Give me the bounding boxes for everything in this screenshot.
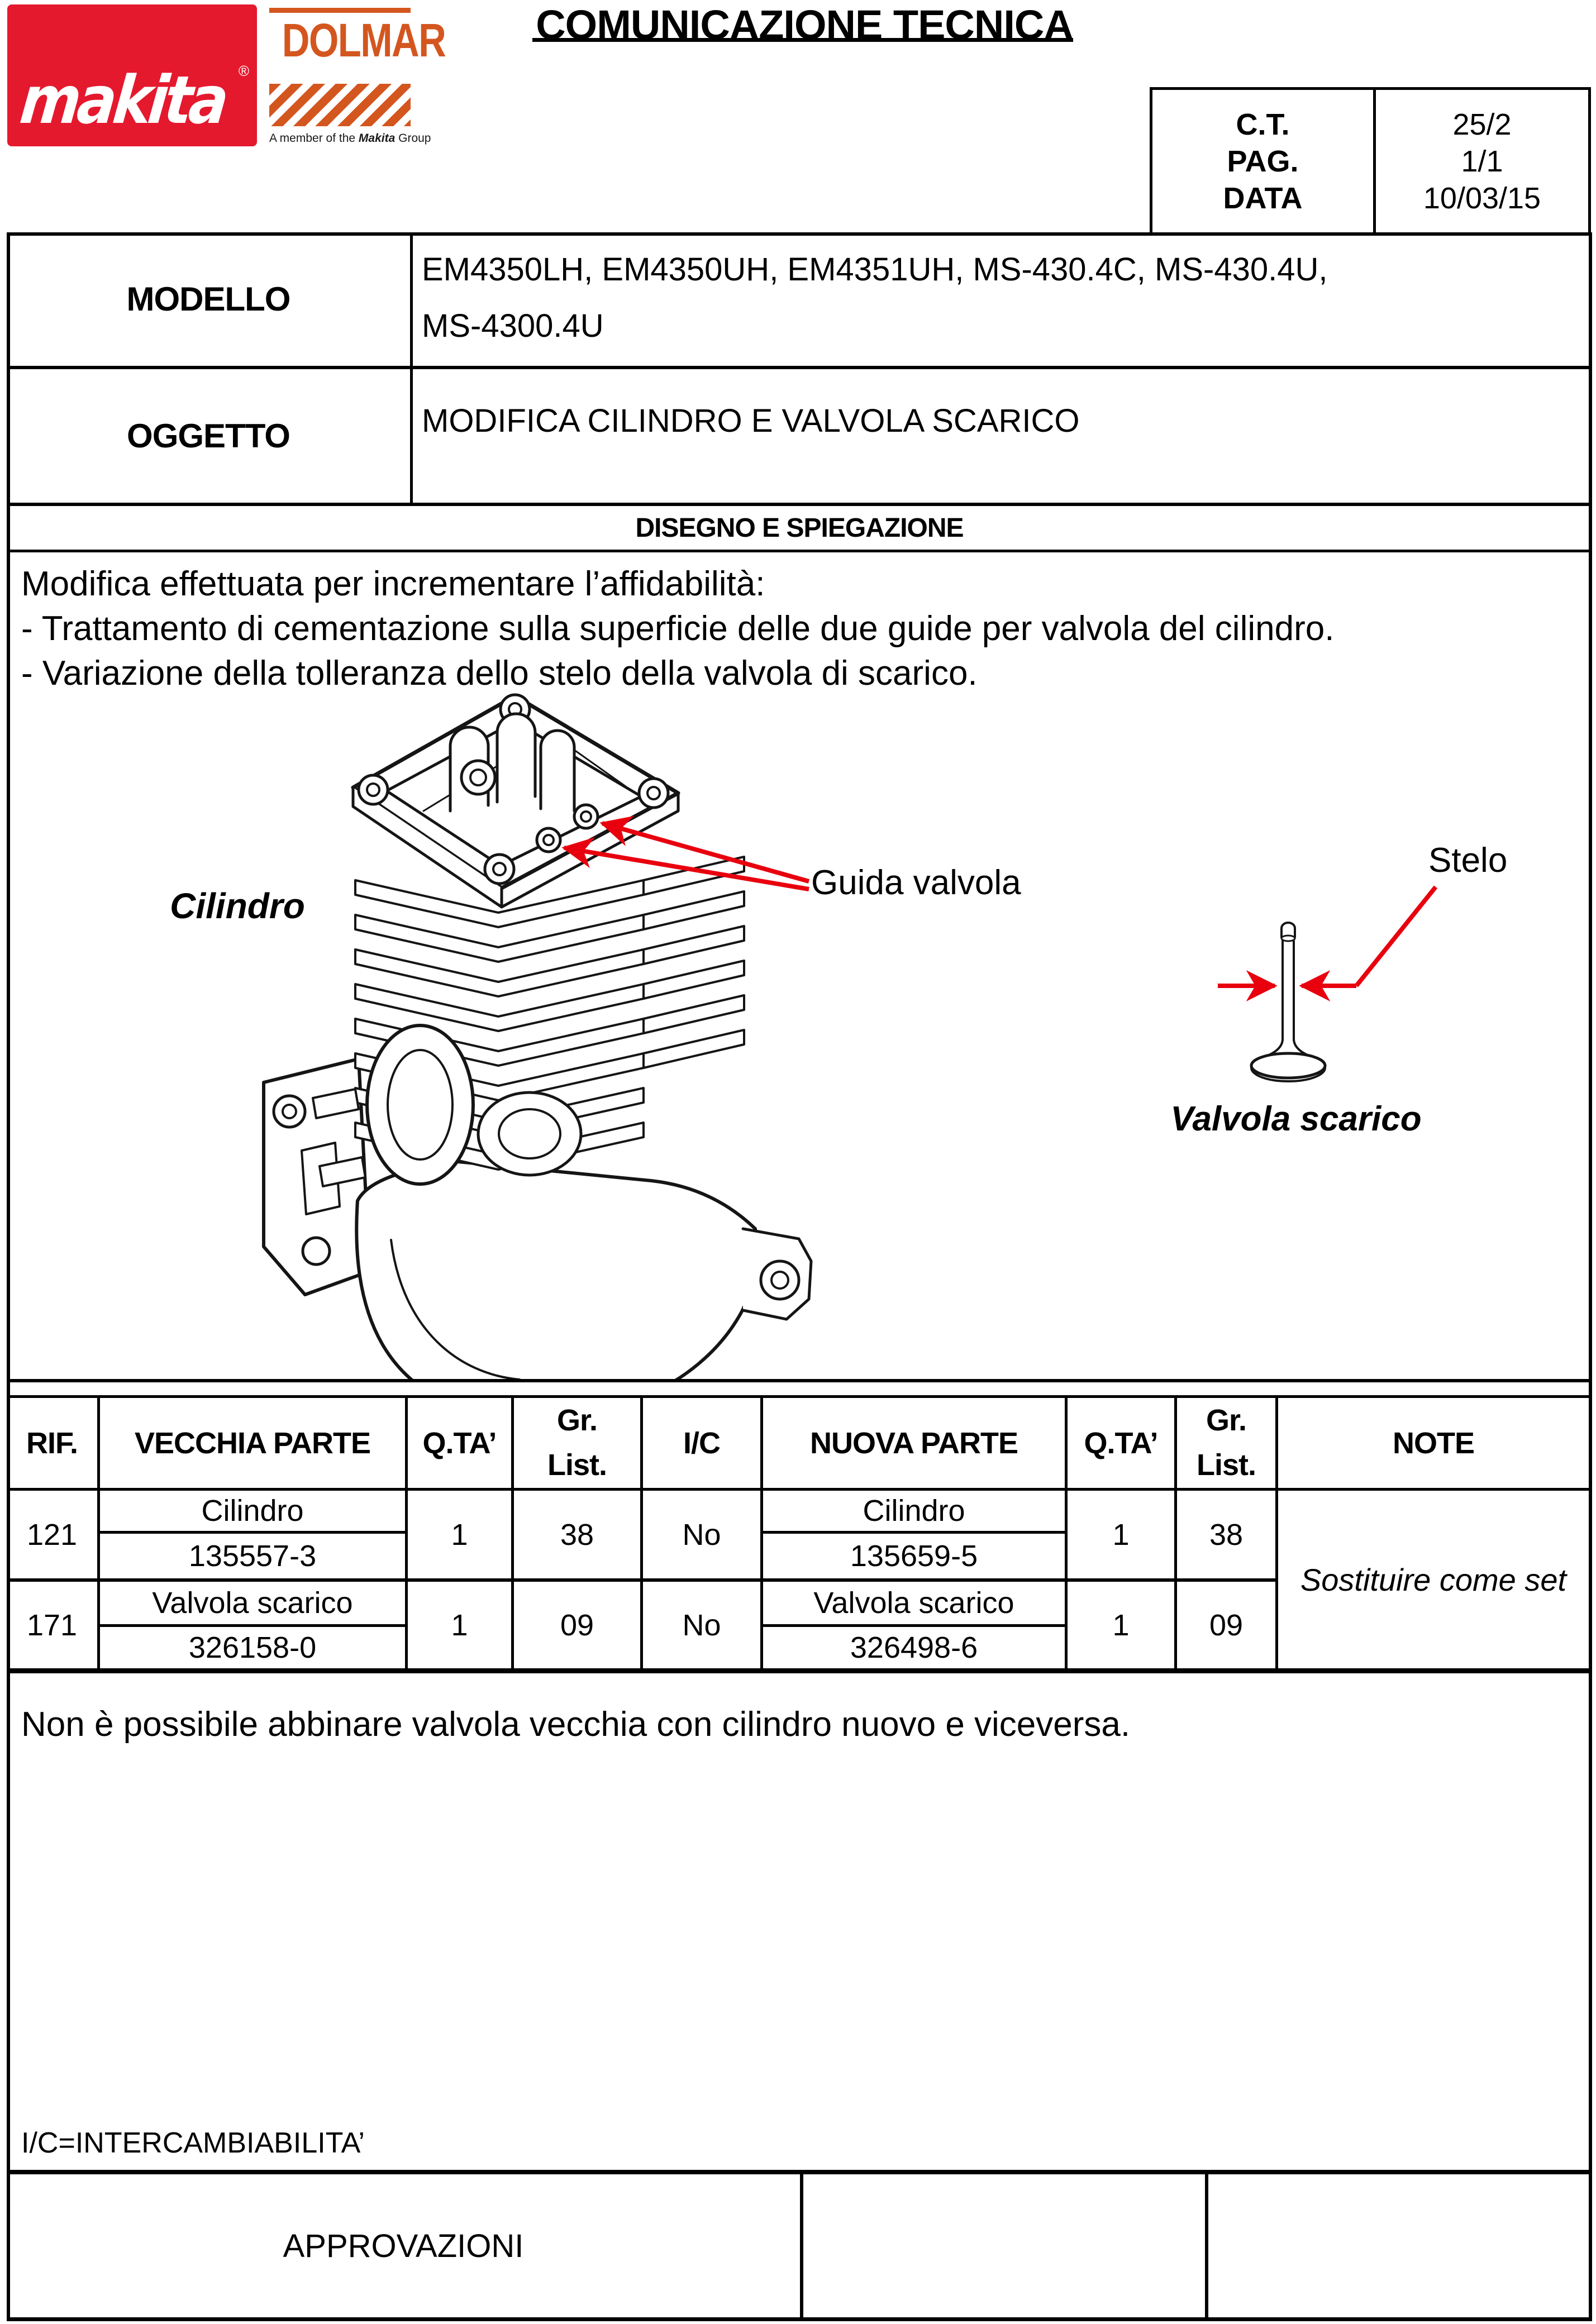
row2-old-name: Valvola scarico: [152, 1586, 353, 1620]
old-part-subdivider-row2: [97, 1624, 407, 1627]
makita-logo: makita ®: [7, 4, 257, 146]
row2-gr2: 09: [1209, 1608, 1244, 1642]
info-value-ct: 25/2: [1452, 108, 1512, 141]
row1-qty: 1: [451, 1517, 468, 1552]
row1-rif: 121: [26, 1517, 78, 1552]
row1-old-number: 135557-3: [188, 1539, 317, 1573]
row1-gr: 38: [560, 1517, 594, 1552]
row2-rif: 171: [26, 1608, 78, 1642]
header-qty2: Q.TA’: [1084, 1426, 1158, 1460]
approvals-label: APPROVAZIONI: [283, 2227, 524, 2264]
frame-top-border: [7, 232, 1592, 236]
tagline-suffix: Group: [395, 132, 431, 145]
modello-value-line1: EM4350LH, EM4350UH, EM4351UH, MS-430.4C,…: [422, 251, 1328, 288]
cylinder-label: Cilindro: [170, 886, 305, 926]
frame-left-border: [7, 232, 10, 2321]
label-value-divider: [410, 232, 413, 503]
table-note: Sostituire come set: [1300, 1562, 1567, 1597]
col-divider-new: [1065, 1395, 1068, 1671]
oggetto-bottom-divider: [7, 503, 1592, 506]
row2-new-name: Valvola scarico: [813, 1586, 1014, 1620]
col-divider-qty2: [1174, 1395, 1177, 1671]
dolmar-logo-bar: [269, 8, 411, 13]
dolmar-hatch-stripes: [269, 84, 411, 126]
modello-label: MODELLO: [126, 280, 291, 318]
explanation-bullet-2: - Variazione della tolleranza dello stel…: [21, 653, 978, 693]
cylinder-technical-drawing: [262, 693, 1438, 1381]
col-divider-qty: [511, 1395, 514, 1671]
new-part-subdivider-row2: [760, 1624, 1066, 1627]
table-top-border: [7, 1395, 1592, 1398]
disegno-band-bottom-divider: [7, 550, 1592, 552]
row1-gr2: 38: [1209, 1517, 1244, 1552]
exhaust-valve-label: Valvola scarico: [1170, 1099, 1422, 1138]
row2-old-number: 326158-0: [188, 1631, 317, 1664]
ic-legend: I/C=INTERCAMBIABILITA’: [21, 2127, 365, 2159]
header-gr: Gr.: [556, 1404, 598, 1437]
header-new-part: NUOVA PARTE: [809, 1426, 1018, 1460]
frame-right-border: [1589, 232, 1592, 2321]
header-old-part: VECCHIA PARTE: [134, 1426, 371, 1460]
footer-divider-2: [1205, 2174, 1208, 2321]
header-list2: List.: [1196, 1448, 1256, 1482]
info-label-ct: C.T.: [1236, 108, 1290, 141]
col-divider-note: [1275, 1395, 1278, 1671]
incompatibility-warning: Non è possibile abbinare valvola vecchia…: [21, 1705, 1131, 1744]
approvals-signature-cell-1: [803, 2174, 1205, 2317]
info-box-divider: [1373, 87, 1376, 235]
modello-value-line2: MS-4300.4U: [422, 307, 604, 344]
header-rif: RIF.: [26, 1426, 78, 1460]
makita-logo-script: makita: [16, 61, 230, 139]
info-value-data: 10/03/15: [1423, 182, 1541, 215]
row2-new-number: 326498-6: [850, 1631, 978, 1664]
title-underline: [532, 38, 1073, 42]
oggetto-label: OGGETTO: [127, 417, 290, 455]
tagline-makita-script: Makita: [358, 132, 396, 145]
header-ic: I/C: [683, 1426, 721, 1460]
old-part-subdivider-row1: [97, 1531, 407, 1534]
valve-guide-label: Guida valvola: [811, 863, 1021, 902]
header-list: List.: [547, 1448, 607, 1482]
col-divider-rif: [97, 1395, 100, 1671]
tagline-prefix: A member of the: [269, 132, 359, 145]
header-qty: Q.TA’: [422, 1426, 497, 1460]
dolmar-logo-text: DOLMAR: [282, 14, 446, 66]
row2-gr: 09: [560, 1608, 594, 1642]
col-divider-old: [405, 1395, 408, 1671]
row1-old-name: Cilindro: [201, 1494, 304, 1528]
row2-ic: No: [682, 1608, 721, 1642]
explanation-bullet-1: - Trattamento di cementazione sulla supe…: [21, 609, 1335, 648]
row1-qty2: 1: [1112, 1517, 1130, 1552]
info-label-pag: PAG.: [1227, 145, 1299, 178]
row1-ic: No: [682, 1517, 721, 1552]
row1-new-number: 135659-5: [850, 1539, 978, 1573]
new-part-subdivider-row1: [760, 1531, 1066, 1534]
disegno-section-header: DISEGNO E SPIEGAZIONE: [635, 513, 964, 543]
header-gr2: Gr.: [1206, 1404, 1247, 1437]
stem-label: Stelo: [1428, 841, 1508, 880]
approvals-signature-cell-2: [1208, 2174, 1589, 2317]
row1-new-name: Cilindro: [863, 1494, 965, 1528]
modello-oggetto-divider: [7, 366, 1592, 369]
table-header-divider: [7, 1488, 1592, 1491]
oggetto-value: MODIFICA CILINDRO E VALVOLA SCARICO: [422, 402, 1080, 439]
col-divider-ic: [760, 1395, 763, 1671]
drawing-area-bottom-border: [7, 1379, 1592, 1382]
table-bottom-border: [7, 1668, 1592, 1673]
footer-top-border: [7, 2170, 1592, 2174]
info-value-pag: 1/1: [1461, 145, 1503, 178]
dolmar-tagline: A member of the Makita Group: [269, 132, 431, 145]
registered-trademark-icon: ®: [238, 63, 249, 79]
footer-divider-1: [800, 2174, 803, 2321]
col-divider-gr: [640, 1395, 643, 1671]
dolmar-logo: DOLMAR A member of the Makita Group: [269, 4, 446, 145]
header-note: NOTE: [1392, 1426, 1475, 1460]
explanation-intro: Modifica effettuata per incrementare l’a…: [21, 564, 765, 603]
row2-qty: 1: [451, 1608, 468, 1642]
row2-qty2: 1: [1112, 1608, 1130, 1642]
info-label-data: DATA: [1223, 182, 1303, 215]
frame-bottom-border: [7, 2317, 1592, 2321]
